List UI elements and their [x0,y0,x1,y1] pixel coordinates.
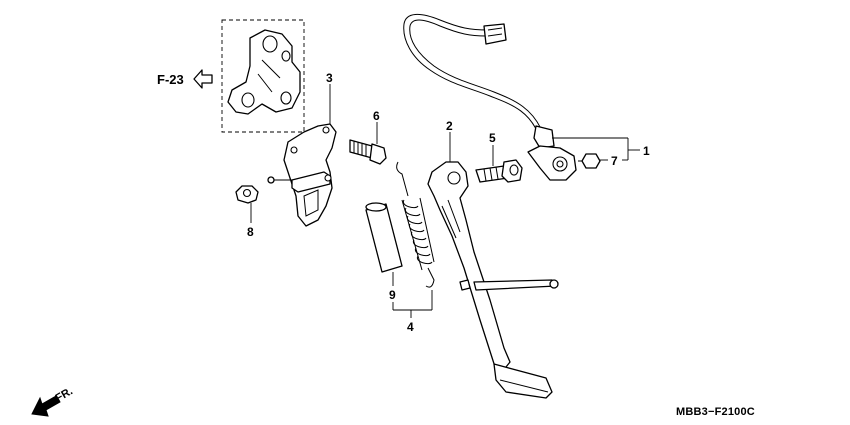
assembly-bracket-1 [552,137,640,161]
assembly-bracket-4 [392,290,433,318]
side-stand-spring [396,161,435,288]
frame-reference-pointer: F-23 [157,69,213,89]
side-stand-bracket [267,123,337,227]
engine-mount-bracket [221,19,305,133]
callout-6: 6 [373,109,380,123]
side-stand [427,161,559,399]
callout-7: 7 [611,154,618,168]
switch-screw [578,153,601,169]
callout-1: 1 [643,144,650,158]
callout-9: 9 [389,288,396,302]
pivot-bolt [349,139,387,165]
callout-8: 8 [247,225,254,239]
side-stand-switch [403,14,577,181]
outline-arrow-left-icon [193,69,213,89]
front-direction-indicator: FR. [31,385,75,417]
callout-2: 2 [446,119,453,133]
flange-nut [235,185,259,204]
front-direction-label: FR. [54,385,75,404]
diagram-code: MBB3−F2100C [676,406,755,418]
wire-connector [483,23,507,45]
callout-5: 5 [489,131,496,145]
callout-4: 4 [407,320,414,334]
callout-3: 3 [326,71,333,85]
spring-collar [365,202,403,273]
front-arrow-icon [31,395,61,417]
reference-dashed-box [221,19,305,133]
frame-reference-label: F-23 [157,72,184,87]
pivot-stud [475,159,523,183]
